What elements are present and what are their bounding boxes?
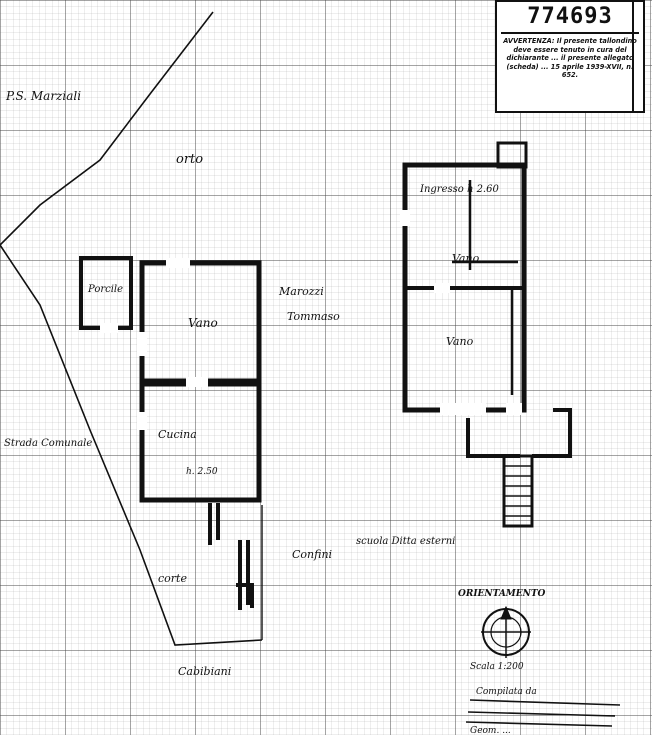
property-boundary [0,11,263,646]
courtyard-walls [208,503,254,610]
registration-stamp: 774693 AVVERTENZA: Il presente tallondin… [495,0,645,113]
label-ingresso: Ingresso h 2.60 [419,184,499,195]
label-porcile: Porcile [87,284,123,295]
label-signature-1: Compilata da [476,687,537,697]
label-confini-detail: scuola Ditta esterni [356,536,455,547]
label-owner-1: Marozzi [278,285,324,298]
label-cucina-height: h. 2.50 [186,467,218,477]
staircase [466,408,572,528]
label-room-vano: Vano [188,316,218,330]
label-confini: Confini [292,548,332,561]
label-orto: orto [176,152,203,167]
registration-number: 774693 [527,4,613,29]
stamp-divider [501,32,639,34]
stamp-notice: AVVERTENZA: Il presente tallondino deve … [503,37,637,80]
label-strada: Strada Comunale [4,438,92,449]
right-building-openings [400,210,522,415]
label-vano-right-1: Vano [452,252,480,265]
wc-walls [496,141,528,169]
label-corte: corte [158,572,187,585]
stamp-side-rule [632,0,646,113]
label-orientamento: ORIENTAMENTO [458,589,546,599]
label-neighbor-bottom: Cabibiani [178,665,231,678]
label-signature-2: Geom. ... [470,726,511,735]
compass-rose [481,605,531,658]
label-cucina: Cucina [158,428,197,441]
interior-partitions [452,180,518,395]
label-neighbor-top: P.S. Marziali [5,89,81,103]
label-scala: Scala 1:200 [470,662,524,672]
label-owner-2: Tommaso [287,310,340,323]
label-vano-right-2: Vano [446,335,474,348]
signature-band [465,699,621,727]
left-building-openings [100,258,208,430]
